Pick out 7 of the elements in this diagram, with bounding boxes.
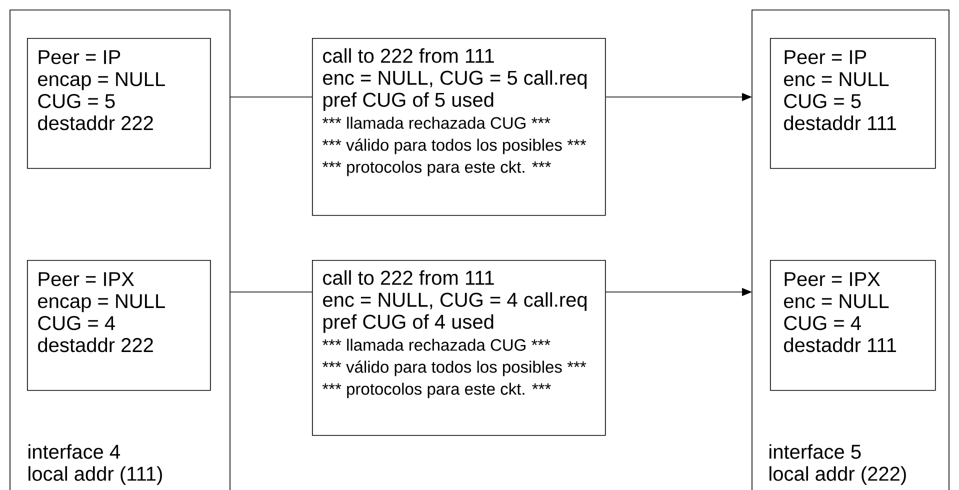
field-box: Peer = IP enc = NULL CUG = 5 destaddr 111 xyxy=(770,38,936,169)
message-box: call to 222 from 111 enc = NULL, CUG = 4 call.req pref CUG of 4 used *** llamada rechazada CUG *** *** válido para todos los posibles *** *** protocolos para este ckt. *** xyxy=(312,260,606,436)
connector-line xyxy=(230,96,312,98)
field-box: Peer = IP encap = NULL CUG = 5 destaddr 222 xyxy=(27,38,211,169)
field-box: Peer = IPX enc = NULL CUG = 4 destaddr 111 xyxy=(770,260,936,391)
message-box: call to 222 from 111 enc = NULL, CUG = 5 call.req pref CUG of 5 used *** llamada rechazada CUG *** *** válido para todos los posibles *** *** protocolos para este ckt. *** xyxy=(312,38,606,216)
field-box: Peer = IPX encap = NULL CUG = 4 destaddr 222 xyxy=(27,260,211,391)
